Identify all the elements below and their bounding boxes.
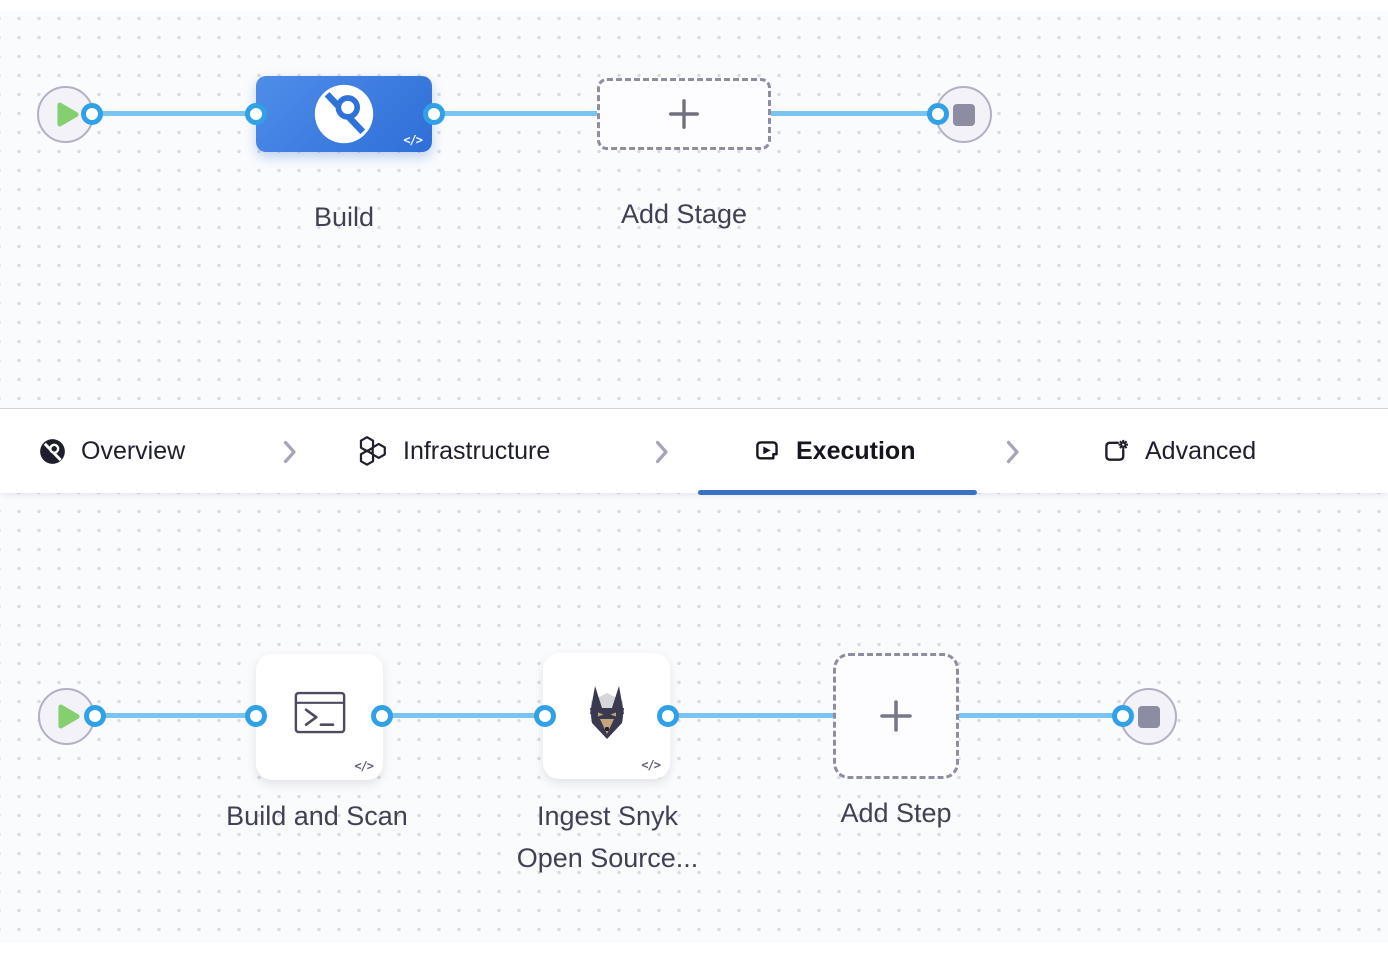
code-badge: </>	[354, 759, 374, 773]
play-square-icon	[756, 440, 778, 460]
link-port[interactable]	[371, 705, 393, 727]
tab-label: Execution	[796, 436, 916, 465]
chevron-right-icon	[283, 440, 296, 464]
add-stage-button[interactable]	[597, 78, 771, 150]
edge-line	[95, 713, 258, 718]
tab-overview[interactable]: Overview	[38, 409, 185, 493]
step-start-node	[38, 688, 95, 745]
stage-label-build: Build	[313, 202, 375, 232]
canvas-margin	[0, 0, 1388, 11]
ci-overview-icon	[40, 438, 65, 464]
tab-label: Advanced	[1145, 436, 1257, 465]
step-label-line2: Open Source...	[516, 843, 699, 873]
pipeline-end-node	[935, 86, 992, 143]
chevron-right-icon	[655, 440, 668, 464]
step-label-build-and-scan: Build and Scan	[226, 801, 408, 831]
tab-advanced[interactable]: Advanced	[1100, 409, 1256, 493]
edge-line	[666, 713, 835, 718]
play-icon	[57, 102, 79, 127]
tab-execution[interactable]: Execution	[751, 409, 915, 493]
link-port[interactable]	[245, 705, 267, 727]
stop-icon	[1137, 705, 1160, 728]
step-label-add-step: Add Step	[840, 798, 952, 828]
stage-node-build[interactable]: </>	[256, 76, 432, 152]
hexagons-icon	[359, 435, 386, 466]
edge-line	[92, 111, 258, 116]
plus-icon	[669, 99, 699, 129]
step-node-ingest-snyk[interactable]: </>	[543, 653, 670, 779]
link-port[interactable]	[84, 705, 106, 727]
link-port[interactable]	[423, 103, 445, 125]
stage-label-add-stage: Add Stage	[620, 199, 748, 229]
tab-label: Infrastructure	[403, 436, 551, 465]
link-port[interactable]	[245, 103, 267, 125]
square-gear-icon	[1105, 439, 1128, 461]
link-port[interactable]	[927, 103, 949, 125]
play-icon	[58, 704, 80, 729]
edge-line	[769, 111, 939, 116]
tab-label: Overview	[81, 436, 186, 465]
execution-step-canvas: </> </>	[0, 493, 1388, 954]
snyk-dog-icon	[589, 686, 624, 739]
stop-icon	[952, 103, 975, 126]
link-port[interactable]	[1112, 705, 1134, 727]
step-node-build-and-scan[interactable]: </>	[256, 654, 383, 780]
step-label-ingest-snyk: Ingest Snyk Open Source...	[500, 795, 715, 879]
code-badge: </>	[641, 758, 661, 772]
active-tab-underline	[698, 490, 977, 495]
step-label-line1: Ingest Snyk	[536, 801, 679, 831]
tab-infrastructure[interactable]: Infrastructure	[356, 409, 550, 493]
stage-config-tabbar: Overview Infrastructure Execution	[0, 408, 1388, 495]
chevron-right-icon	[1006, 440, 1019, 464]
stage-graph-canvas: </> Build Add Stage	[0, 0, 1388, 408]
add-step-button[interactable]	[833, 653, 959, 779]
edge-line	[957, 713, 1124, 718]
ci-build-icon	[314, 84, 374, 144]
canvas-margin	[0, 943, 1388, 954]
link-port[interactable]	[657, 705, 679, 727]
plus-icon	[880, 700, 912, 732]
edge-line	[432, 111, 599, 116]
link-port[interactable]	[81, 103, 103, 125]
link-port[interactable]	[534, 705, 556, 727]
edge-line	[381, 713, 546, 718]
code-badge: </>	[403, 133, 423, 147]
terminal-icon	[294, 691, 345, 733]
